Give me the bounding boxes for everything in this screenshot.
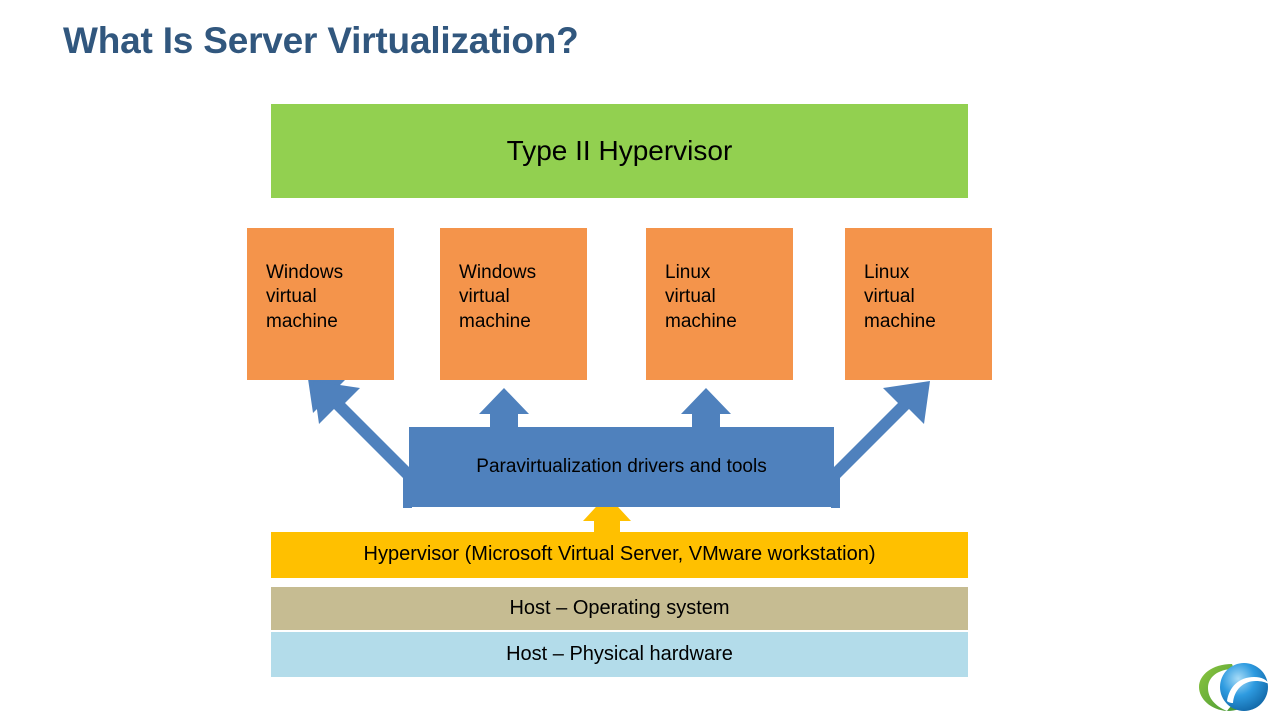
vm-box-2-label: Windows virtual machine <box>459 262 537 332</box>
arrow-to-vm-4 <box>831 381 930 508</box>
logo-green-crescent <box>1199 664 1234 711</box>
hypervisor-bar-label: Hypervisor (Microsoft Virtual Server, VM… <box>363 543 876 566</box>
vm-box-4: Linux virtual machine <box>845 228 992 380</box>
host-operating-system-bar: Host – Operating system <box>271 587 968 630</box>
logo-white-swoosh <box>1227 677 1269 703</box>
host-physical-hardware-bar: Host – Physical hardware <box>271 632 968 677</box>
logo-blue-sphere <box>1220 663 1268 711</box>
page-title: What Is Server Virtualization? <box>63 20 579 61</box>
vm-box-2: Windows virtual machine <box>440 228 587 380</box>
host-physical-hardware-label: Host – Physical hardware <box>506 642 733 665</box>
paravirtualization-box: Paravirtualization drivers and tools <box>409 427 834 507</box>
vm-box-1: Windows virtual machine <box>247 228 394 380</box>
company-logo <box>1199 663 1269 711</box>
vm-box-1-label: Windows virtual machine <box>266 262 344 332</box>
vm-box-3-label: Linux virtual machine <box>665 262 737 332</box>
vm-box-3: Linux virtual machine <box>646 228 793 380</box>
host-operating-system-label: Host – Operating system <box>509 596 730 619</box>
arrow-to-vm-1 <box>307 372 412 508</box>
vm-box-4-label: Linux virtual machine <box>864 262 936 332</box>
hypervisor-bar: Hypervisor (Microsoft Virtual Server, VM… <box>271 532 968 578</box>
paravirtualization-label: Paravirtualization drivers and tools <box>476 455 767 477</box>
type-ii-hypervisor-banner: Type II Hypervisor <box>271 104 968 198</box>
type-ii-hypervisor-label: Type II Hypervisor <box>506 135 733 167</box>
